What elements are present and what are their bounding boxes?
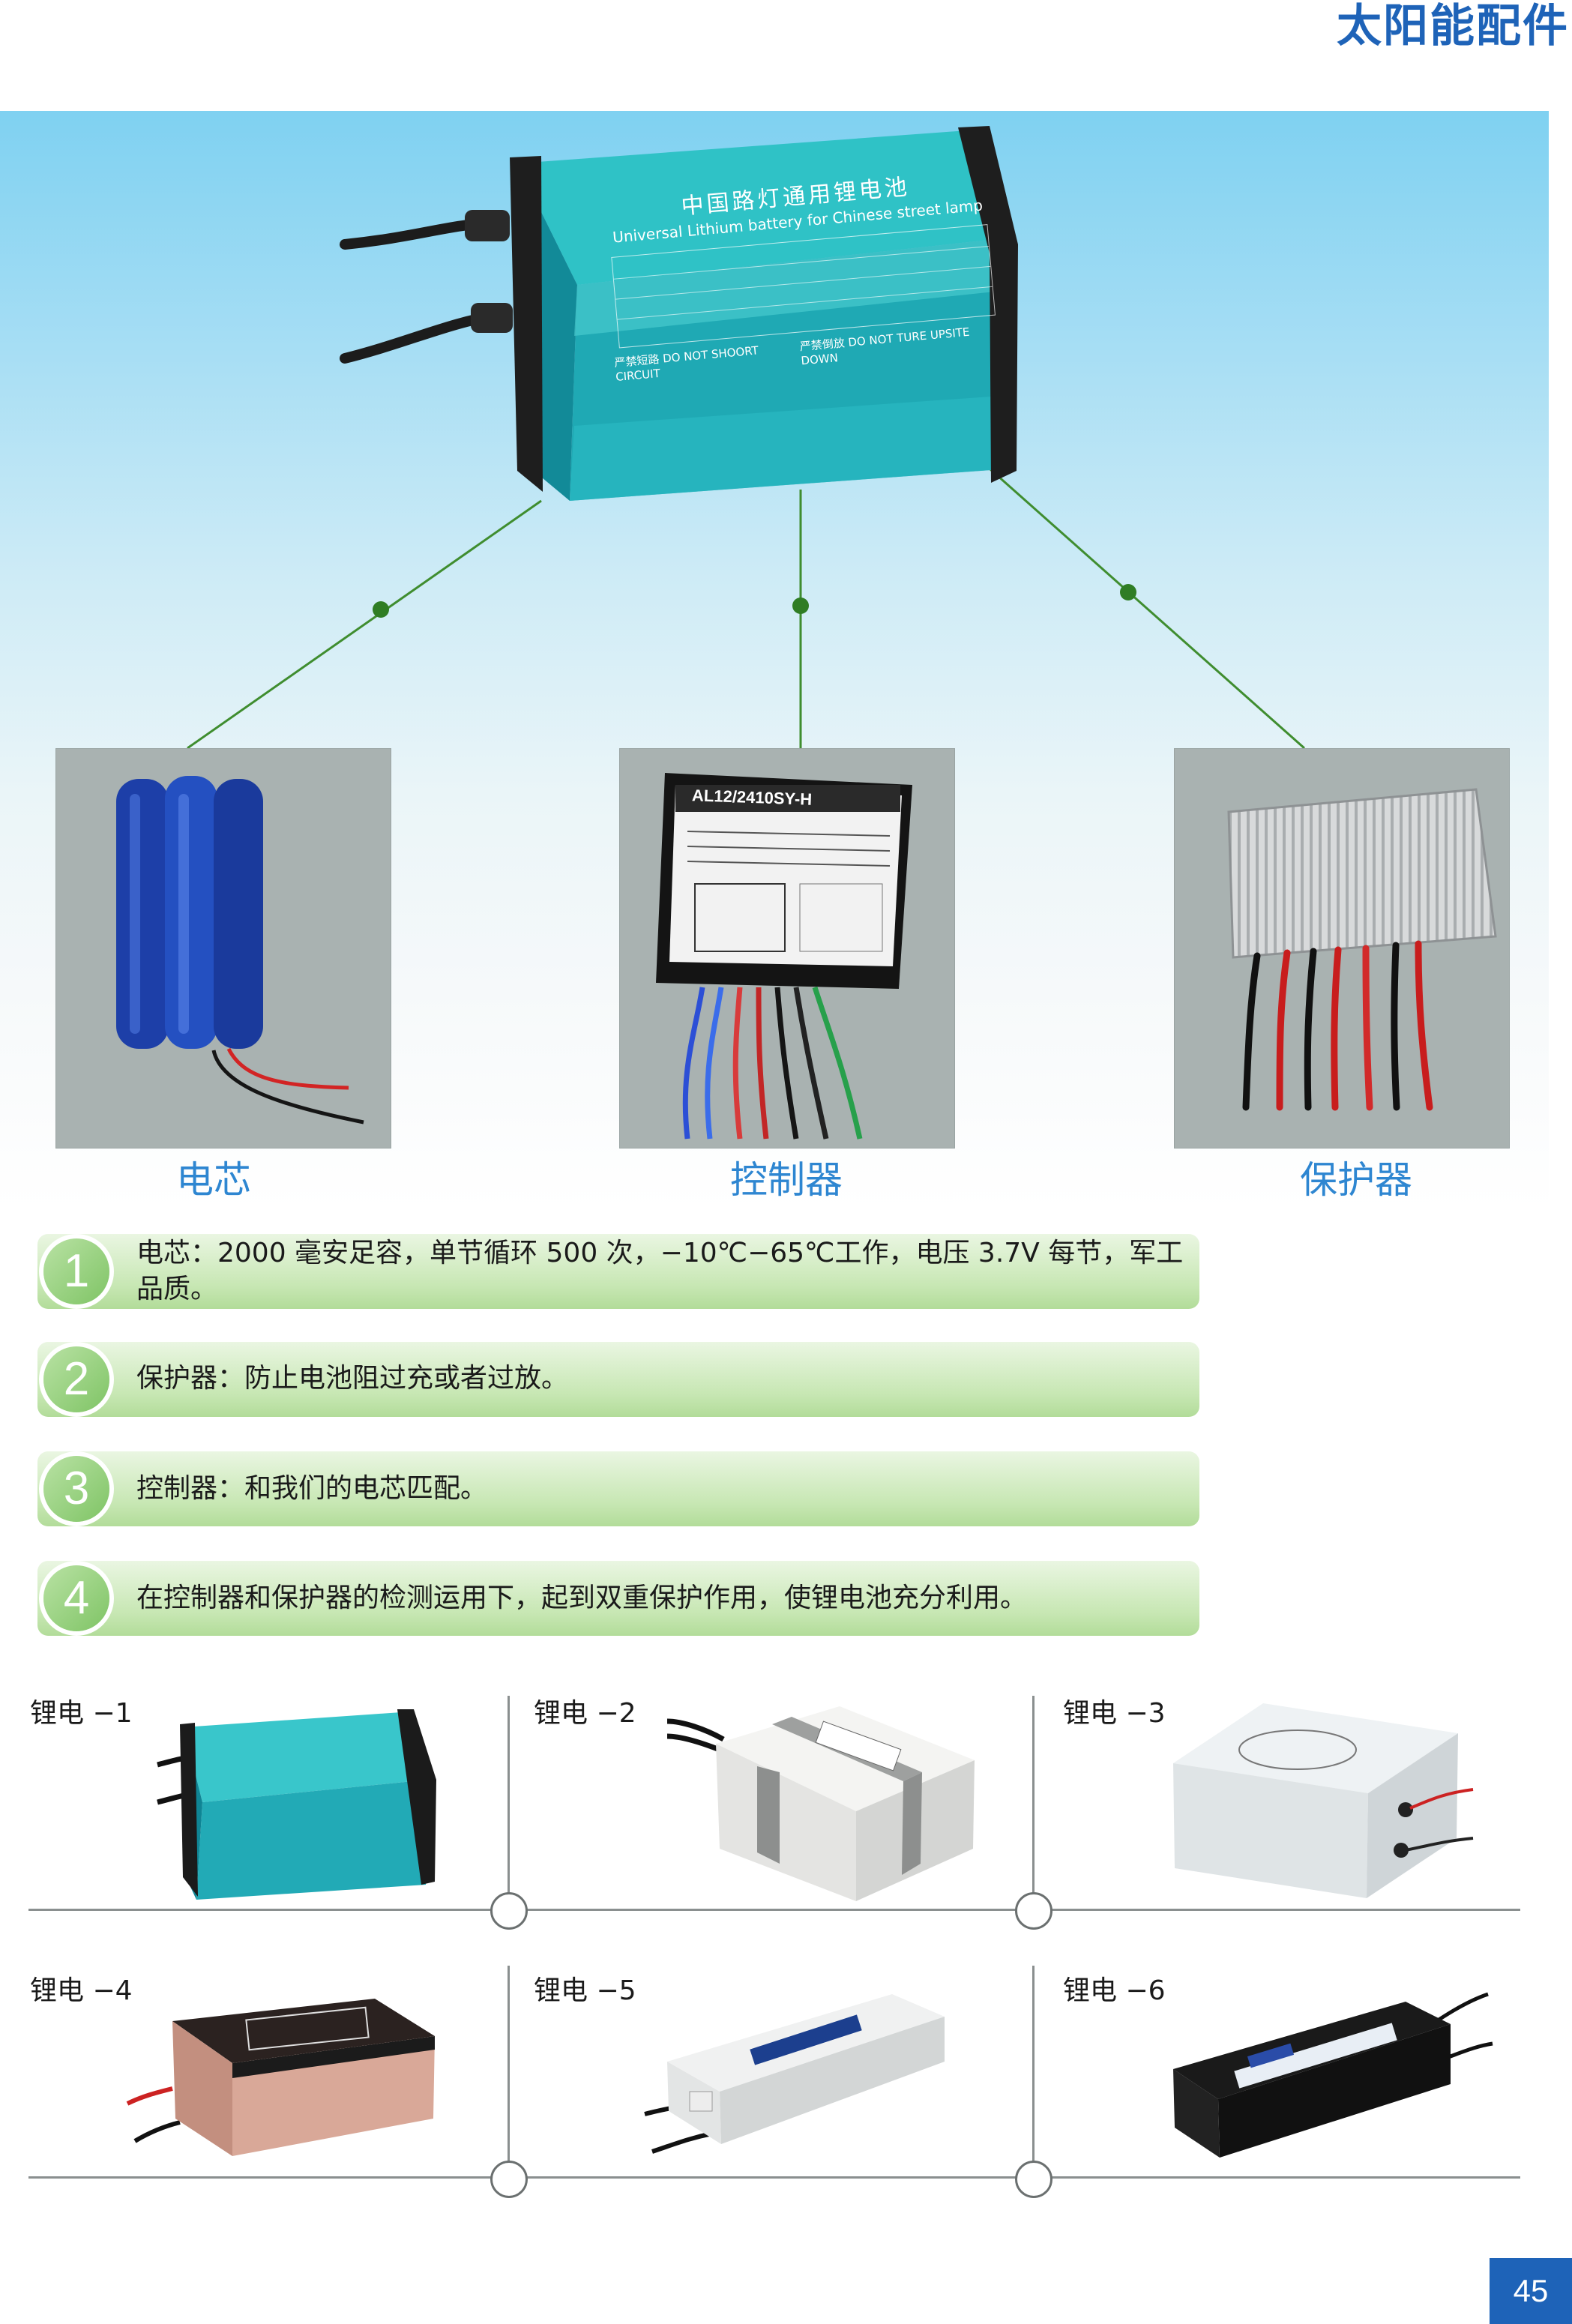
hero-diagram [187,126,1305,750]
grid-node [1015,1892,1052,1930]
feature-number-3: 3 [43,1456,109,1522]
connector-line-cell [187,499,542,750]
catalog-label-6: 锂电 −6 [1063,1975,1166,2006]
protector-photo [1174,748,1510,1149]
controller-model-label: AL12/2410SY-H [691,786,813,809]
grid-row-line [28,2176,1520,2179]
grid-divider [1032,1696,1035,1909]
grid-node [490,1892,528,1930]
page-number: 45 [1490,2258,1572,2324]
controller-device-icon [656,773,912,1140]
grid-divider [508,1966,510,2177]
lithium-battery-6-image [1173,1992,1493,2158]
connector-dot-controller [792,597,809,614]
feature-text-4: 在控制器和保护器的检测运用下，起到双重保护作用，使锂电池充分利用。 [136,1583,1028,1613]
protector-device-icon [1227,788,1497,1111]
grid-divider [508,1696,510,1909]
grid-divider [1032,1966,1035,2177]
feature-bar-1 [37,1234,1199,1309]
catalog-label-3: 锂电 −3 [1063,1698,1166,1729]
feature-number-2: 2 [43,1346,109,1412]
component-label-protector: 保护器 [1300,1158,1412,1202]
lithium-battery-3-image [1173,1703,1474,1898]
catalog-label-2: 锂电 −2 [534,1698,636,1729]
lithium-battery-illustration [510,126,1018,501]
grid-node [490,2161,528,2198]
feature-bar-4 [37,1561,1199,1636]
connector-line-protector [983,462,1305,750]
lithium-battery-5-image [644,1994,945,2154]
feature-number-4: 4 [43,1565,109,1631]
catalog-label-4: 锂电 −4 [30,1975,133,2006]
controller-photo: AL12/2410SY-H [619,748,955,1149]
catalog-label-1: 锂电 −1 [30,1698,133,1729]
battery-cables [340,217,504,364]
feature-number-1: 1 [43,1238,109,1304]
connector-dot-protector [1120,584,1136,600]
cell-photo [55,748,391,1149]
feature-text-1: 电芯：2000 毫安足容，单节循环 500 次，−10℃−65℃工作，电压 3.… [136,1238,1184,1304]
grid-row-line [28,1909,1520,1911]
feature-text-3: 控制器：和我们的电芯匹配。 [136,1473,488,1504]
page-title: 太阳能配件 [1337,0,1569,52]
feature-bar-2 [37,1342,1199,1417]
grid-node [1015,2161,1052,2198]
feature-text-2: 保护器：防止电池阻过充或者过放。 [136,1363,569,1394]
lithium-battery-1-image [157,1709,436,1900]
feature-bar-3 [37,1451,1199,1526]
lithium-battery-2-image [666,1706,975,1901]
cable-glands [465,210,513,333]
connector-lines [187,462,1305,750]
component-label-cell: 电芯 [176,1158,251,1202]
lithium-battery-4-image [126,1999,435,2156]
battery-cell-icon [116,776,364,1125]
battery-printed-label: 中国路灯通用锂电池 Universal Lithium battery for … [600,161,1005,384]
catalog-label-5: 锂电 −5 [534,1975,636,2006]
connector-dot-cell [373,601,389,618]
component-label-controller: 控制器 [730,1158,843,1202]
